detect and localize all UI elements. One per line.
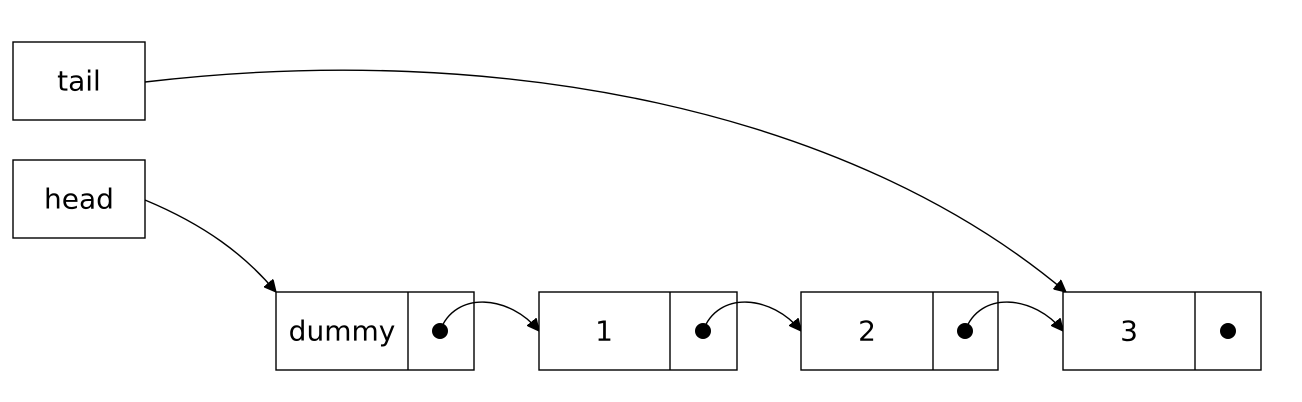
list-node-dummy: dummy (275, 291, 475, 371)
next-arrow-1-to-2 (702, 301, 801, 331)
tail-arrow (144, 69, 1066, 292)
node-value: dummy (289, 315, 396, 348)
next-arrow-dummy-to-1 (439, 301, 539, 331)
list-node-2: 2 (800, 291, 999, 371)
list-node-1: 1 (538, 291, 738, 371)
node-value: 3 (1120, 315, 1138, 348)
next-pointer-dot (1220, 323, 1236, 339)
head-pointer: head (12, 159, 146, 239)
node-value: 2 (858, 315, 876, 348)
tail-pointer: tail (12, 41, 146, 121)
node-value: 1 (595, 315, 613, 348)
head-arrow (144, 199, 276, 292)
tail-label: tail (57, 65, 101, 98)
list-node-3: 3 (1062, 291, 1262, 371)
head-label: head (44, 183, 114, 216)
next-arrow-2-to-3 (964, 301, 1063, 331)
